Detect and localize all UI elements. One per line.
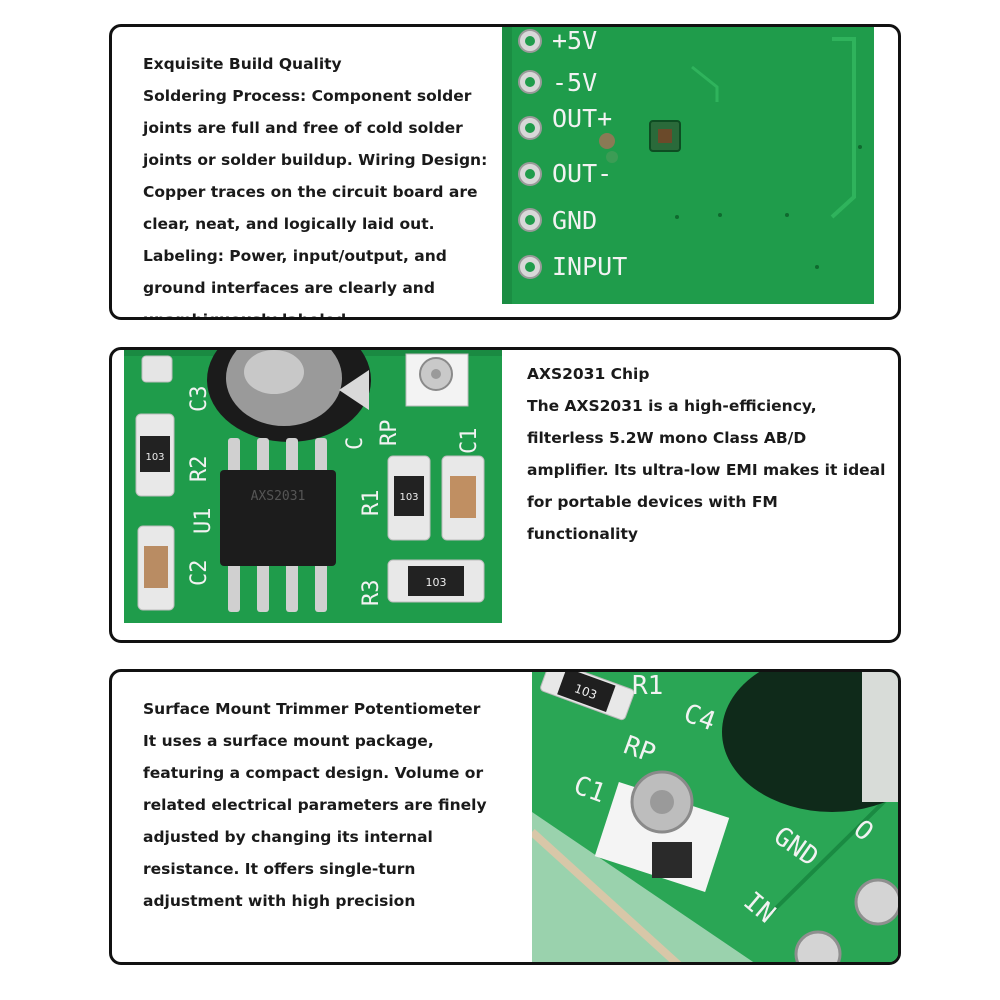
feature-card-build-quality: Exquisite Build Quality Soldering Proces… xyxy=(109,24,901,320)
feature-text: Exquisite Build Quality Soldering Proces… xyxy=(143,48,498,320)
resistor-code: 103 xyxy=(399,492,418,503)
terminal-pads xyxy=(518,29,542,279)
amplifier-chip: AXS2031 xyxy=(220,438,336,612)
feature-body: It uses a surface mount package, featuri… xyxy=(143,732,487,910)
feature-title: Surface Mount Trimmer Potentiometer xyxy=(143,700,481,718)
resistor-code: 103 xyxy=(426,576,447,589)
pcb-label: RP xyxy=(377,420,402,447)
pcb-label: C2 xyxy=(187,560,212,587)
smd-components: 103 103 103 xyxy=(135,355,485,611)
smd-resistor: 103 xyxy=(540,672,635,721)
feature-body: The AXS2031 is a high-efficiency, filter… xyxy=(527,397,886,543)
pcb-label: C3 xyxy=(187,386,212,413)
terminal-pads xyxy=(794,878,898,962)
pcb-label: OUT+ xyxy=(552,104,612,133)
pcb-label: OUT- xyxy=(552,159,612,188)
pcb-label: +5V xyxy=(552,27,597,55)
pcb-label: R1 xyxy=(632,672,663,701)
pcb-label: C1 xyxy=(457,428,482,455)
resistor-code: 103 xyxy=(145,452,164,463)
feature-text: Surface Mount Trimmer Potentiometer It u… xyxy=(143,693,503,917)
chip-marking: AXS2031 xyxy=(251,489,306,504)
feature-title: AXS2031 Chip xyxy=(527,365,650,383)
feature-title: Exquisite Build Quality xyxy=(143,55,342,73)
pcb-label: R3 xyxy=(359,580,384,607)
electrolytic-capacitor xyxy=(207,350,371,442)
pcb-label: R1 xyxy=(359,490,384,517)
feature-card-potentiometer: Surface Mount Trimmer Potentiometer It u… xyxy=(109,669,901,965)
pcb-label: C xyxy=(343,437,368,450)
pcb-chip-photo: 103 103 103 xyxy=(124,350,502,623)
feature-body: Soldering Process: Component solder join… xyxy=(143,87,488,320)
pcb-label: GND xyxy=(552,206,597,235)
pcb-label: U1 xyxy=(191,508,216,535)
feature-card-chip: 103 103 103 xyxy=(109,347,901,643)
trimmer-potentiometer xyxy=(594,770,730,893)
pcb-label: INPUT xyxy=(552,252,627,281)
pcb-label: -5V xyxy=(552,68,597,97)
electrolytic-capacitor xyxy=(722,672,898,812)
pcb-terminals-photo: +5V -5V OUT+ OUT- GND INPUT xyxy=(502,27,874,304)
pcb-label: R2 xyxy=(187,456,212,483)
feature-text: AXS2031 Chip The AXS2031 is a high-effic… xyxy=(527,358,887,550)
pcb-potentiometer-photo: 103 R1 C4 RP C1 GND IN O xyxy=(532,672,898,962)
